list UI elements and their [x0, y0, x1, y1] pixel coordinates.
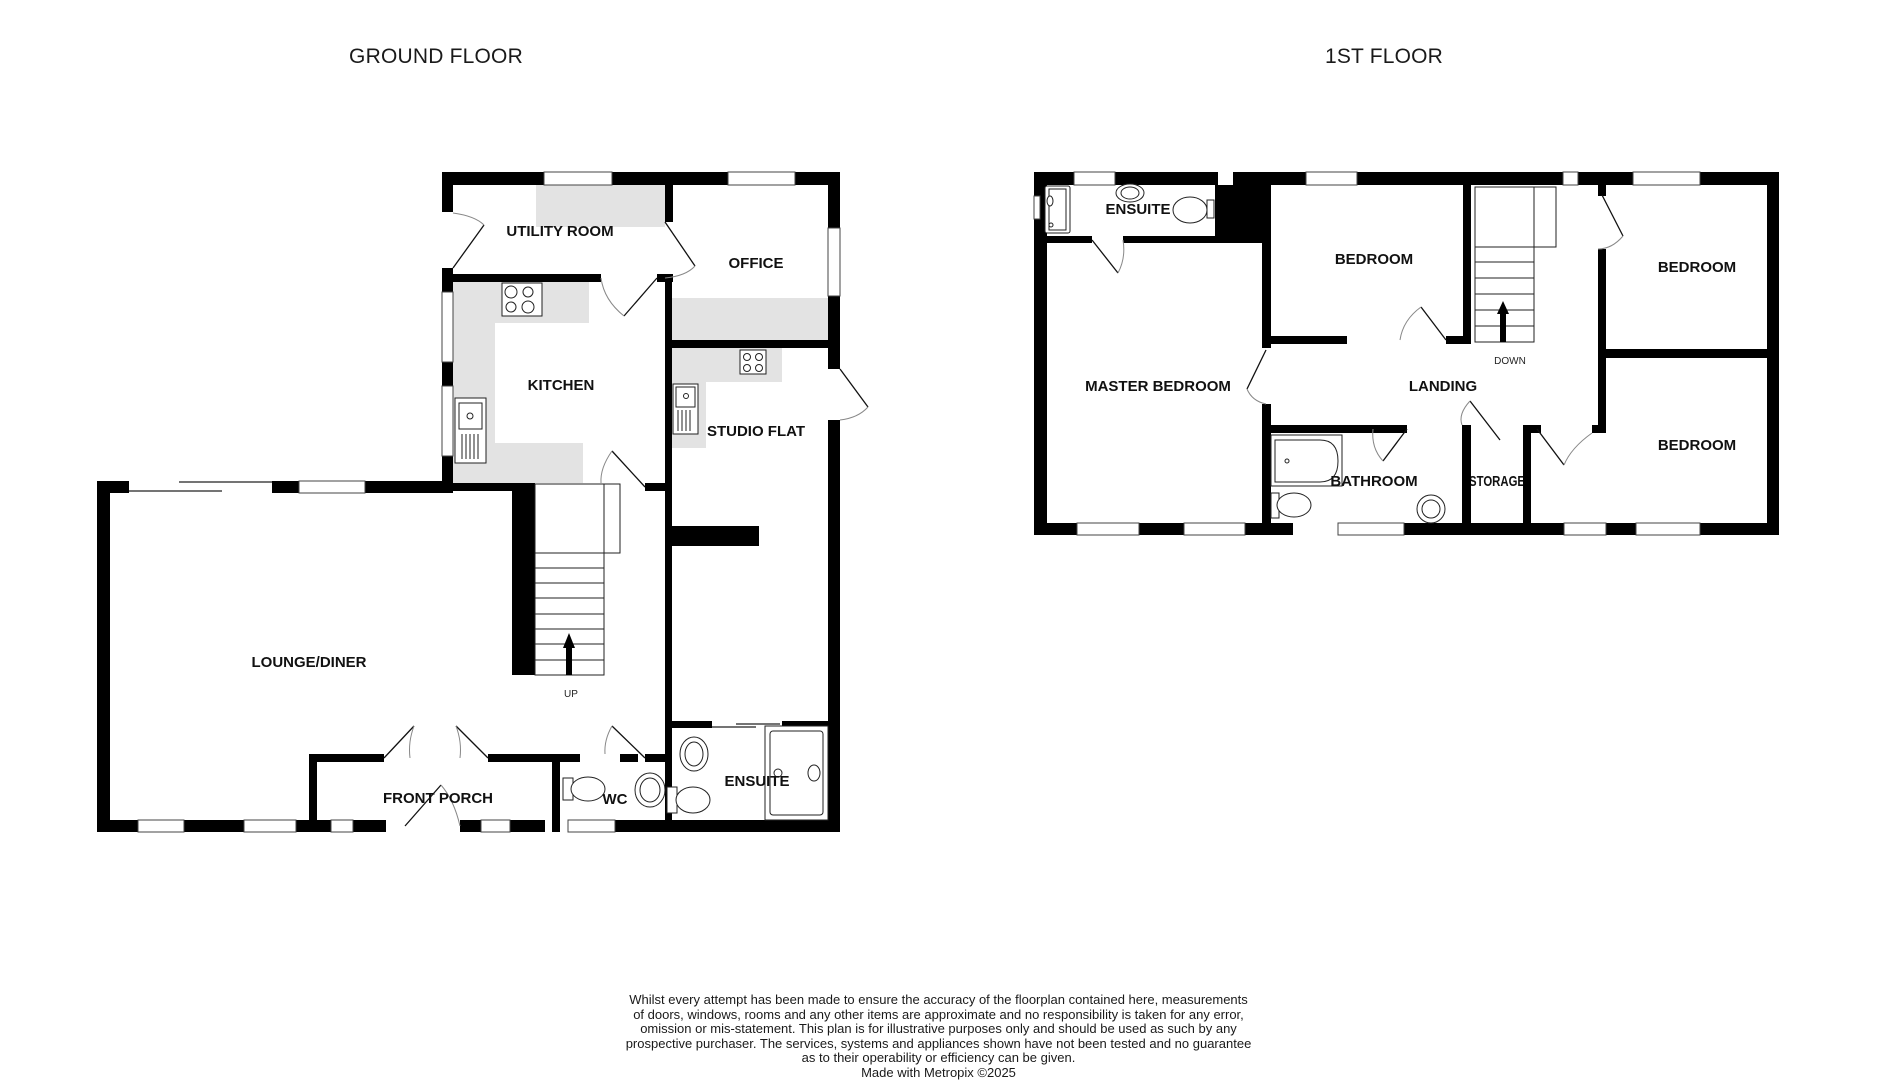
shower-tray-icon	[764, 725, 829, 821]
room-label-ensuite: ENSUITE	[1105, 201, 1170, 218]
stair-arrow-icon	[1497, 301, 1509, 342]
bath-icon	[1270, 434, 1343, 487]
ground-floor-plan: UTILITY ROOM OFFICE KITCHEN STUDIO FLAT …	[97, 171, 869, 833]
stair-arrow-icon	[563, 633, 575, 675]
disclaimer-line: omission or mis-statement. This plan is …	[640, 1021, 1237, 1037]
ground-floor-title: GROUND FLOOR	[349, 45, 523, 68]
room-label-landing: LANDING	[1409, 378, 1477, 395]
walls	[1034, 172, 1779, 535]
sliding-door	[129, 481, 780, 728]
room-label-storage: STORAGE	[1469, 473, 1525, 490]
room-label-ensuite: ENSUITE	[724, 773, 789, 790]
room-label-master-bedroom: MASTER BEDROOM	[1085, 378, 1231, 395]
ensuite-toilet-icon	[666, 786, 711, 814]
room-label-wc: WC	[603, 791, 628, 808]
first-floor-plan: ENSUITE BEDROOM BEDROOM MASTER BEDROOM L…	[1033, 171, 1779, 536]
room-label-bathroom: BATHROOM	[1330, 473, 1417, 490]
disclaimer-line: Whilst every attempt has been made to en…	[629, 992, 1248, 1007]
windows	[137, 171, 841, 833]
room-label-kitchen: KITCHEN	[528, 377, 595, 394]
room-label-front-porch: FRONT PORCH	[383, 790, 493, 807]
room-label-lounge-diner: LOUNGE/DINER	[251, 654, 366, 671]
walls	[97, 172, 840, 832]
room-label-utility: UTILITY ROOM	[506, 223, 613, 240]
disclaimer-line: as to their operability or efficiency ca…	[801, 1050, 1076, 1066]
stairs-down-label: DOWN	[1494, 356, 1526, 367]
disclaimer: Whilst every attempt has been made to en…	[589, 992, 1289, 1081]
storage-wall-overlay	[1462, 470, 1471, 494]
stairs-down	[1474, 186, 1557, 343]
stairs-up-label: UP	[564, 689, 578, 700]
ensuite-basin-icon	[1115, 183, 1145, 203]
credit-line: Made with Metropix ©2025	[861, 1064, 1016, 1080]
bathroom-toilet-icon	[1270, 492, 1312, 519]
stairs-up	[534, 483, 621, 676]
disclaimer-line: of doors, windows, rooms and any other i…	[633, 1006, 1244, 1022]
room-label-bedroom-3: BEDROOM	[1658, 259, 1736, 276]
windows	[1033, 171, 1701, 536]
wc-toilet-icon	[562, 776, 606, 802]
storage-wall-overlay	[1523, 470, 1531, 494]
bathroom-basin-icon	[1416, 494, 1446, 524]
studio-sink-icon	[672, 383, 699, 435]
ensuite-basin-icon	[679, 736, 709, 772]
disclaimer-line: prospective purchaser. The services, sys…	[625, 1035, 1252, 1051]
ensuite-shower-icon	[1044, 185, 1071, 234]
hob-icon	[501, 282, 543, 317]
room-label-studio-flat: STUDIO FLAT	[707, 423, 805, 440]
room-label-bedroom-2: BEDROOM	[1335, 251, 1413, 268]
ensuite-toilet-icon	[1172, 196, 1215, 224]
doors	[1091, 194, 1624, 466]
room-label-office: OFFICE	[729, 255, 784, 272]
doors	[383, 212, 869, 827]
wc-basin-icon	[634, 772, 666, 808]
ground-floor-room-labels: UTILITY ROOM OFFICE KITCHEN STUDIO FLAT …	[251, 223, 805, 808]
room-label-bedroom-4: BEDROOM	[1658, 437, 1736, 454]
first-floor-title: 1ST FLOOR	[1324, 45, 1444, 68]
sink-icon	[454, 397, 487, 464]
first-floor-room-labels: ENSUITE BEDROOM BEDROOM MASTER BEDROOM L…	[1085, 201, 1736, 490]
studio-hob-icon	[739, 349, 767, 375]
